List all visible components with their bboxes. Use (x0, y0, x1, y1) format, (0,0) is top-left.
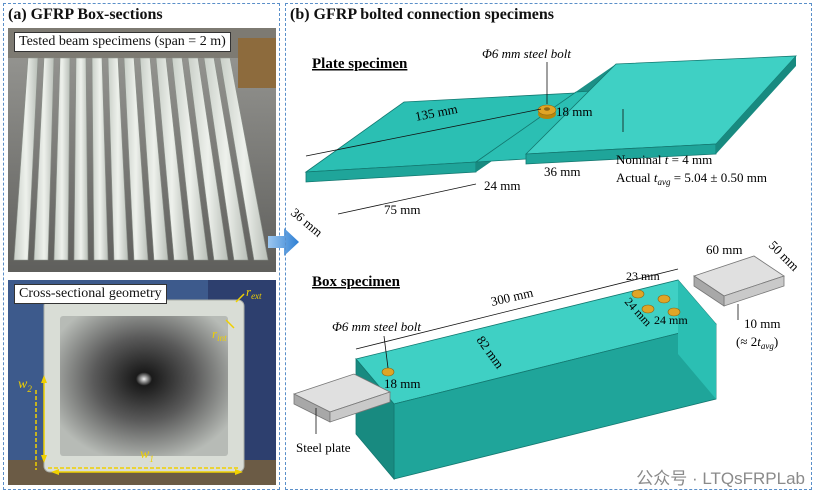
steel-plate-label: Steel plate (296, 440, 351, 455)
beam-specimens-photo: Tested beam specimens (span = 2 m) (8, 28, 276, 272)
panel-arrow-icon (268, 228, 299, 256)
box-bolt-spacing-top: 23 mm (626, 269, 660, 283)
box-bolt-edge-dim: 18 mm (384, 376, 420, 391)
plate-bolt-edge-dim: 18 mm (556, 104, 592, 119)
box-specimen-heading: Box specimen (312, 274, 401, 290)
w2-label: w2 (18, 377, 32, 394)
box-plate-length-dim: 60 mm (706, 242, 742, 257)
cross-section-photo: w2 w1 rext rint Cross-sectional geometry (8, 280, 276, 485)
plate-width-dim: 36 mm (288, 205, 326, 240)
plate-bolt-label: Φ6 mm steel bolt (482, 46, 571, 61)
watermark: 公众号 · LTQsFRPLab (636, 469, 805, 488)
connection-diagram: Plate specimen 135 mm 18 mm Φ6 mm steel … (288, 46, 802, 481)
plate-left-dim: 75 mm (384, 202, 420, 217)
plate-actual-thickness: Actual tavg = 5.04 ± 0.50 mm (616, 170, 767, 187)
box-bolt-label: Φ6 mm steel bolt (332, 319, 421, 334)
plate-specimen-heading: Plate specimen (312, 56, 408, 72)
cross-section-caption: Cross-sectional geometry (14, 284, 167, 304)
r-ext-label: rext (246, 284, 262, 301)
cross-section-image: w2 w1 rext rint (8, 280, 276, 485)
box-plate-thickness-dim: 10 mm (744, 316, 780, 331)
plate-specimen: 135 mm 18 mm Φ6 mm steel bolt 75 mm 24 m… (288, 46, 797, 240)
box-plate-thickness-approx: (≈ 2tavg) (736, 334, 778, 351)
plate-right-dim: 36 mm (544, 164, 580, 179)
panel-b-title: (b) GFRP bolted connection specimens (290, 6, 554, 23)
box-length-dim: 300 mm (489, 285, 534, 309)
panel-b: (b) GFRP bolted connection specimens Pla… (285, 3, 812, 490)
r-int-label: rint (212, 326, 227, 343)
beam-specimens-image (8, 28, 276, 272)
beam-specimens-caption: Tested beam specimens (span = 2 m) (14, 32, 231, 52)
plate-nominal-thickness: Nominal t = 4 mm (616, 152, 712, 167)
panel-a-title: (a) GFRP Box-sections (8, 6, 163, 23)
panel-a: (a) GFRP Box-sections (3, 3, 280, 490)
plate-gap-dim: 24 mm (484, 178, 520, 193)
box-bolt-spacing-b: 24 mm (654, 313, 688, 327)
w1-label: w1 (140, 447, 154, 464)
